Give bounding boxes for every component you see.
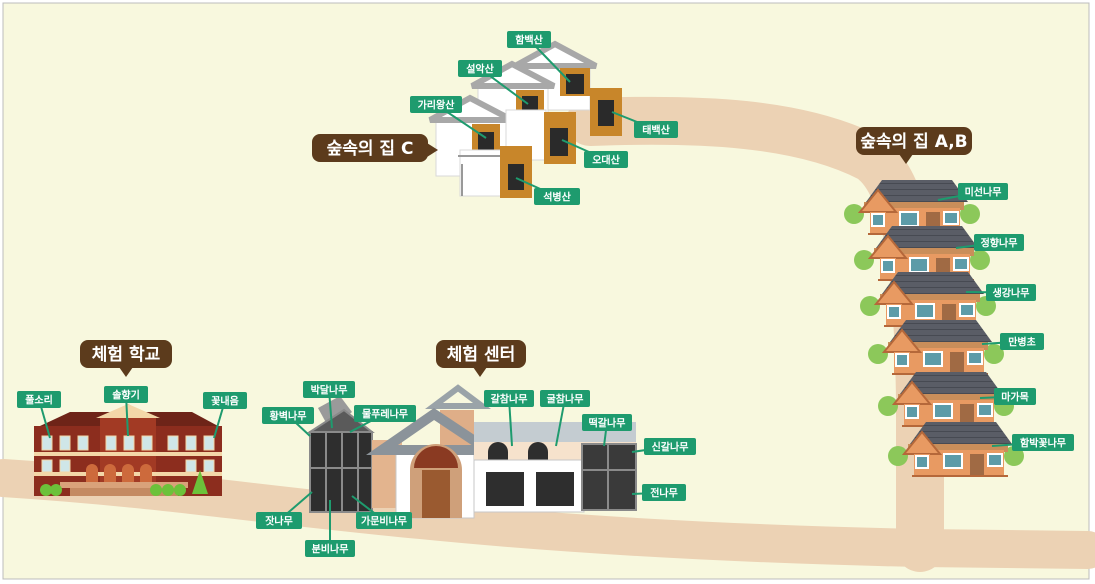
- room-label-center[interactable]: 물푸레나무: [349, 405, 416, 433]
- room-label-house-c[interactable]: 오대산: [561, 139, 628, 168]
- room-name: 함박꽃나무: [1020, 437, 1066, 450]
- room-label-school[interactable]: 풀소리: [17, 391, 61, 439]
- room-name: 마가목: [1001, 391, 1029, 404]
- area-title-text: 체험 학교: [92, 344, 161, 365]
- room-name: 만병초: [1008, 336, 1036, 349]
- room-label-house-c[interactable]: 설악산: [458, 60, 529, 105]
- room-label-house-ab[interactable]: 생강나무: [965, 284, 1036, 301]
- room-name: 갈참나무: [491, 393, 528, 406]
- room-name: 정향나무: [981, 237, 1018, 250]
- room-label-school[interactable]: 솔향기: [104, 386, 148, 437]
- room-name: 미선나무: [965, 186, 1002, 199]
- room-name: 설악산: [466, 63, 494, 76]
- room-label-center[interactable]: 떡갈나무: [582, 414, 632, 447]
- area-title-text: 숲속의 집 C: [327, 139, 414, 159]
- room-name: 분비나무: [312, 543, 349, 556]
- area-title-text: 체험 센터: [447, 344, 515, 365]
- room-label-house-c[interactable]: 태백산: [611, 111, 678, 138]
- room-name: 전나무: [650, 487, 678, 500]
- room-label-center[interactable]: 박달나무: [303, 381, 355, 429]
- room-name: 가리왕산: [418, 99, 456, 112]
- room-label-house-c[interactable]: 석병산: [515, 177, 580, 205]
- room-name: 황벽나무: [270, 410, 307, 423]
- room-name: 함백산: [515, 34, 543, 47]
- room-name: 석병산: [543, 191, 571, 204]
- room-name: 솔향기: [112, 389, 140, 402]
- room-label-house-ab[interactable]: 만병초: [981, 333, 1044, 350]
- room-label-house-ab[interactable]: 마가목: [979, 388, 1036, 405]
- room-label-center[interactable]: 굴참나무: [540, 390, 590, 447]
- room-label-center[interactable]: 신갈나무: [631, 438, 696, 455]
- room-label-school[interactable]: 꽃내음: [203, 392, 247, 439]
- room-name: 풀소리: [25, 394, 53, 407]
- area-title-text: 숲속의 집 A,B: [860, 132, 967, 152]
- room-name: 떡갈나무: [589, 417, 626, 430]
- room-name: 가문비나무: [361, 515, 407, 528]
- room-label-center[interactable]: 황벽나무: [262, 407, 314, 437]
- room-name: 신갈나무: [652, 441, 689, 454]
- school-building[interactable]: [34, 404, 222, 496]
- room-name: 오대산: [592, 154, 620, 167]
- room-name: 생강나무: [993, 287, 1030, 300]
- room-label-house-ab[interactable]: 미선나무: [937, 183, 1008, 201]
- room-name: 굴참나무: [547, 393, 584, 406]
- room-label-house-c[interactable]: 가리왕산: [410, 96, 487, 139]
- room-name: 박달나무: [311, 384, 348, 397]
- room-label-center[interactable]: 갈참나무: [484, 390, 534, 447]
- room-name: 물푸레나무: [362, 408, 408, 421]
- room-label-house-ab[interactable]: 정향나무: [955, 234, 1024, 251]
- room-name: 잣나무: [265, 515, 293, 528]
- area-title-house-ab[interactable]: 숲속의 집 A,B: [856, 127, 972, 164]
- room-label-house-ab[interactable]: 함박꽃나무: [991, 434, 1074, 451]
- experience-center-building[interactable]: [306, 384, 637, 519]
- room-label-center[interactable]: 분비나무: [305, 500, 355, 557]
- room-name: 태백산: [642, 124, 670, 137]
- area-title-house-c[interactable]: 숲속의 집 C: [312, 134, 438, 162]
- area-title-school[interactable]: 체험 학교: [80, 340, 172, 377]
- room-label-house-c[interactable]: 함백산: [507, 31, 571, 83]
- room-label-center[interactable]: 가문비나무: [351, 495, 412, 529]
- room-label-center[interactable]: 전나무: [631, 484, 686, 501]
- area-title-center[interactable]: 체험 센터: [436, 340, 526, 377]
- room-label-center[interactable]: 잣나무: [256, 491, 313, 529]
- room-name: 꽃내음: [211, 395, 239, 408]
- house-c-building[interactable]: [428, 40, 622, 198]
